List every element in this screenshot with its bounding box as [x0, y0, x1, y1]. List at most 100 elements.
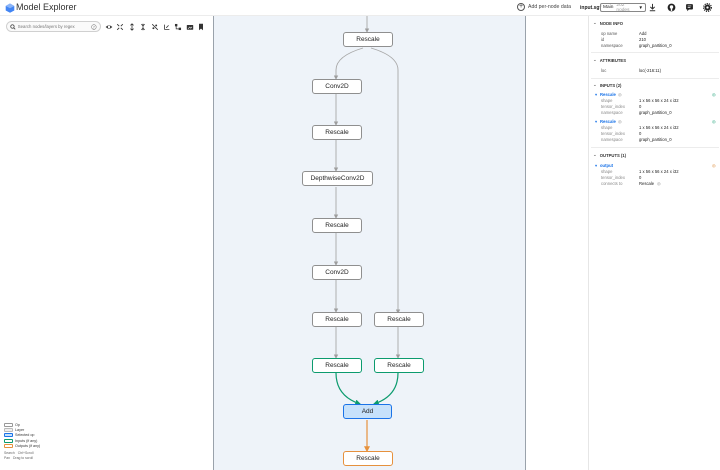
download-icon[interactable]	[648, 3, 657, 12]
locate-icon[interactable]: ◎	[657, 181, 661, 186]
edge-input	[335, 372, 362, 406]
edge	[333, 47, 364, 80]
model-explorer-logo-icon	[5, 3, 15, 13]
hint-key: Pan	[4, 455, 11, 460]
locate-icon[interactable]: ◎	[618, 92, 622, 97]
input-1-expand[interactable]: ▾	[595, 119, 598, 124]
info-key: op name	[601, 31, 618, 36]
section-divider	[591, 147, 719, 148]
legend-item-op: Op	[4, 422, 48, 427]
section-header-inputs[interactable]: ⌄ INPUTS (2)	[593, 82, 621, 88]
input-value: graph_partition_0	[639, 110, 672, 115]
graph-layout-icon[interactable]	[174, 23, 182, 31]
locate-icon[interactable]: ◎	[618, 119, 622, 124]
node-label: DepthwiseConv2D	[310, 175, 365, 182]
info-key: namespace	[601, 43, 623, 48]
hint-key: Search	[4, 451, 15, 456]
settings-gear-icon[interactable]	[703, 3, 712, 12]
section-title: ATTRIBUTES	[599, 57, 626, 63]
node-label: Add	[361, 408, 374, 415]
github-icon[interactable]	[667, 3, 676, 12]
graph-node-rescale[interactable]: Rescale	[312, 218, 362, 233]
graph-canvas[interactable]: Rescale Conv2D Rescale DepthwiseConv2D R…	[213, 16, 526, 470]
section-header-attributes[interactable]: ⌄ ATTRIBUTES	[593, 57, 626, 63]
trace-path-icon[interactable]	[163, 23, 171, 31]
input-node-link[interactable]: Rescale	[600, 119, 616, 124]
edge-input	[372, 372, 399, 406]
node-label: Rescale	[325, 222, 349, 229]
graph-toolbar: ?	[6, 21, 212, 32]
app-title: Model Explorer	[16, 2, 77, 12]
search-icon	[10, 23, 16, 30]
graph-node-rescale-input[interactable]: Rescale	[374, 358, 424, 373]
output-name: output	[600, 163, 614, 168]
node-label: Rescale	[387, 316, 411, 323]
graph-node-rescale[interactable]: Rescale	[374, 312, 424, 327]
output-key: tensor_index	[601, 175, 625, 180]
input-value: graph_partition_0	[639, 137, 672, 142]
info-value: 210	[639, 37, 646, 42]
graph-node-rescale[interactable]: Rescale	[312, 125, 362, 140]
graph-node-conv2d[interactable]: Conv2D	[312, 265, 362, 280]
legend-item-inputs: Inputs (if any)	[4, 438, 48, 443]
input-node-link[interactable]: Rescale	[600, 92, 616, 97]
legend-swatch	[4, 427, 13, 432]
input-marker-icon: ◎	[712, 92, 716, 97]
legend-swatch	[4, 438, 13, 443]
section-header-node-info[interactable]: ⌄ NODE INFO	[593, 20, 623, 26]
flatten-layers-icon[interactable]	[151, 23, 159, 31]
help-icon[interactable]: ?	[91, 23, 97, 30]
graph-node-rescale-output[interactable]: Rescale	[343, 451, 393, 466]
compress-vertical-icon[interactable]	[139, 23, 147, 31]
search-box[interactable]: ?	[6, 21, 101, 32]
output-value: 1 x 56 x 56 x 24 x i32	[639, 169, 679, 174]
graph-node-conv2d[interactable]: Conv2D	[312, 79, 362, 94]
info-key: id	[601, 37, 605, 42]
hint-desc: Ctrl+Scroll	[17, 451, 34, 456]
graph-node-rescale[interactable]: Rescale	[343, 32, 393, 47]
section-header-outputs[interactable]: ⌄ OUTPUTS (1)	[593, 152, 626, 158]
hint-desc: Drag to scroll	[13, 455, 34, 460]
edge	[370, 47, 401, 314]
output-0-expand[interactable]: ▾	[595, 163, 598, 168]
input-marker-icon: ◎	[712, 119, 716, 124]
file-name: input.sgf	[580, 5, 602, 11]
bookmark-icon[interactable]	[197, 23, 205, 31]
input-value: 0	[639, 104, 642, 109]
input-0-expand[interactable]: ▾	[595, 92, 598, 97]
node-label: Rescale	[387, 362, 411, 369]
graph-node-count: 202 nodes	[616, 2, 630, 13]
search-input[interactable]	[17, 24, 90, 29]
graph-node-depthwiseconv2d[interactable]: DepthwiseConv2D	[302, 171, 373, 186]
legend-swatch	[4, 433, 13, 438]
section-divider	[591, 52, 719, 53]
add-node-data-label: Add per-node data	[528, 4, 571, 10]
node-label: Rescale	[356, 36, 380, 43]
input-key: shape	[601, 98, 613, 103]
expand-vertical-icon[interactable]	[128, 22, 136, 31]
info-value: graph_partition_0	[639, 43, 672, 48]
add-node-data-button[interactable]: + Add per-node data	[517, 3, 571, 11]
legend-item-layer: Layer	[4, 427, 48, 432]
node-label: Conv2D	[325, 269, 349, 276]
collapse-all-icon[interactable]	[116, 23, 124, 31]
input-key: namespace	[601, 110, 623, 115]
graph-node-rescale-input[interactable]: Rescale	[312, 358, 362, 373]
input-value: 1 x 56 x 56 x 24 x i32	[639, 98, 679, 103]
eye-visibility-icon[interactable]	[105, 23, 113, 31]
legend-label: Layer	[15, 427, 25, 432]
graph-select[interactable]: Main 202 nodes ▼	[600, 2, 646, 13]
node-label: Rescale	[325, 129, 349, 136]
input-value: 1 x 56 x 56 x 24 x i32	[639, 125, 679, 130]
output-value: 0	[639, 175, 642, 180]
graph-node-add-selected[interactable]: Add	[343, 404, 392, 419]
graph-node-rescale[interactable]: Rescale	[312, 312, 362, 327]
download-image-icon[interactable]	[186, 23, 194, 31]
input-key: tensor_index	[601, 131, 625, 136]
output-connects-to[interactable]: Rescale	[639, 181, 655, 186]
attr-key: loc	[601, 68, 607, 73]
feedback-icon[interactable]	[685, 3, 694, 12]
node-label: Rescale	[325, 362, 349, 369]
chevron-down-icon: ⌄	[593, 20, 597, 25]
app-header: Model Explorer + Add per-node data input…	[0, 0, 720, 16]
